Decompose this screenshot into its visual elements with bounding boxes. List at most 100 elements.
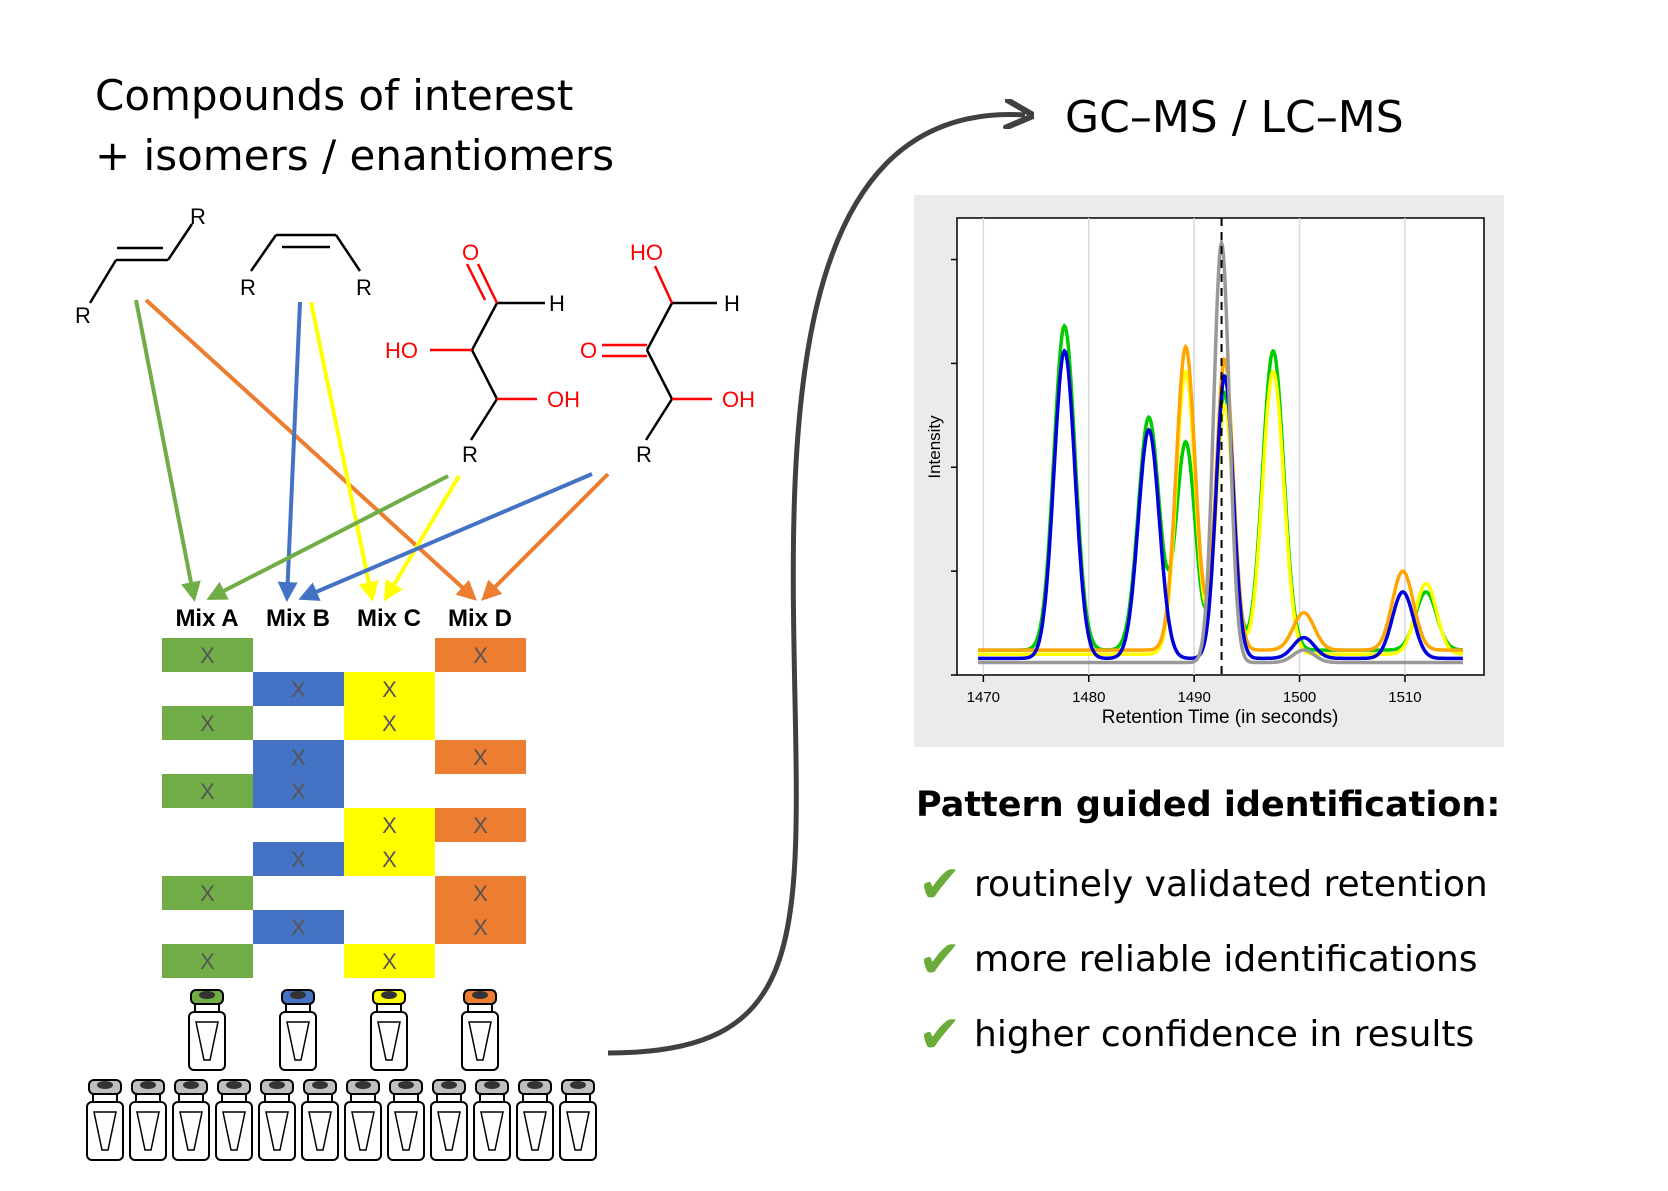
mix-cell-marker: X: [382, 711, 397, 736]
mix-cell: [253, 740, 344, 774]
ketose-oh: OH: [722, 387, 755, 412]
cis-r-right: R: [356, 275, 372, 300]
benefit-item-2: ✔more reliable identifications: [918, 930, 1478, 990]
mix-cell-marker: X: [382, 677, 397, 702]
mix-a-label: Mix A: [175, 605, 239, 632]
benefit-item-3: ✔ higher confidence in results: [918, 1005, 1474, 1065]
aldose-h: H: [549, 291, 565, 316]
sample-vial: [215, 1079, 253, 1161]
chromatogram-trace: [978, 348, 1463, 661]
arrow-trans-to-mix-a: [134, 299, 201, 602]
sample-vial: [516, 1079, 554, 1161]
mix-cell-marker: X: [382, 949, 397, 974]
mix-cell: [344, 672, 435, 706]
mix-b-label: Mix B: [265, 605, 330, 632]
arrow-cis-to-mix-c: [309, 301, 379, 602]
aldose-ho: HO: [385, 338, 418, 363]
mix-cell: [435, 740, 526, 774]
method-title: GC–MS / LC–MS: [1065, 92, 1404, 143]
mix-cell-marker: X: [200, 779, 215, 804]
arrow-aldose-to-mix-a: [206, 474, 449, 600]
mix-cell: [253, 842, 344, 876]
ketose-o: O: [580, 338, 597, 363]
x-tick-label: 1480: [1072, 689, 1105, 706]
mix-cell: [435, 808, 526, 842]
ketose-h: H: [724, 291, 740, 316]
mix-cell: [253, 910, 344, 944]
mix-cell: [162, 638, 253, 672]
colored-vial: [370, 989, 408, 1071]
benefit-text-3: higher confidence in results: [974, 1014, 1475, 1055]
mix-c-label: Mix C: [356, 605, 421, 632]
cis-r-left: R: [240, 275, 256, 300]
mix-cell-marker: X: [473, 915, 488, 940]
mix-cell: [162, 944, 253, 978]
mix-cell-marker: X: [291, 915, 306, 940]
aldose-molecule: [430, 263, 545, 441]
sample-vial: [258, 1079, 296, 1161]
ketose-molecule: [602, 265, 717, 441]
mix-cell-marker: X: [291, 847, 306, 872]
mix-cell: [253, 672, 344, 706]
arrow-ketose-to-mix-b: [298, 472, 593, 601]
mix-cell: [344, 808, 435, 842]
mix-cell: [253, 774, 344, 808]
mix-cell: [162, 876, 253, 910]
check-icon: ✔: [918, 855, 962, 915]
mix-cell-marker: X: [382, 847, 397, 872]
trans-r-top: R: [190, 204, 206, 229]
trans-r-bottom: R: [75, 303, 91, 328]
mix-cell: [344, 842, 435, 876]
mix-cell: [344, 706, 435, 740]
x-tick-label: 1510: [1388, 689, 1421, 706]
chart-series-group: [978, 237, 1464, 665]
ketose-ho: HO: [630, 240, 663, 265]
sample-vial: [430, 1079, 468, 1161]
colored-vial: [461, 989, 499, 1071]
y-axis-label: Intensity: [925, 415, 944, 479]
pattern-title: Pattern guided identification:: [916, 785, 1501, 825]
mix-cell-marker: X: [291, 779, 306, 804]
colored-vial: [279, 989, 317, 1071]
mix-cell-marker: X: [291, 677, 306, 702]
arrow-aldose-to-mix-c: [383, 474, 461, 602]
check-icon: ✔: [918, 1005, 962, 1065]
mix-cell: [162, 706, 253, 740]
mix-cell: [435, 638, 526, 672]
aldose-o: O: [462, 240, 479, 265]
assignment-arrows: [134, 298, 610, 602]
mix-cell-marker: X: [473, 881, 488, 906]
compounds-title-line1: Compounds of interest: [95, 71, 574, 120]
sample-vial: [387, 1079, 425, 1161]
sample-vial: [301, 1079, 339, 1161]
chart-grid: [982, 218, 1406, 675]
x-tick-label: 1490: [1177, 689, 1210, 706]
chromatogram-trace: [978, 237, 1463, 665]
y-axis-ticks: [951, 258, 957, 676]
benefit-item-1: ✔routinely validated retention: [918, 855, 1488, 915]
mix-d-label: Mix D: [447, 605, 512, 632]
arrow-trans-to-mix-d: [144, 298, 477, 601]
mix-cell-marker: X: [200, 711, 215, 736]
x-tick-label: 1470: [967, 689, 1000, 706]
mix-cell: [435, 876, 526, 910]
workflow-connector-arrow: [607, 115, 1025, 1056]
mix-cell-marker: X: [382, 813, 397, 838]
sample-vial: [172, 1079, 210, 1161]
mix-cell: [162, 774, 253, 808]
aldose-r: R: [462, 442, 478, 467]
ketose-r: R: [636, 442, 652, 467]
mix-cell-marker: X: [200, 949, 215, 974]
arrow-cis-to-mix-b: [277, 301, 302, 602]
aldose-oh: OH: [547, 387, 580, 412]
cis-alkene-molecule: [249, 233, 362, 272]
mix-cell-marker: X: [473, 643, 488, 668]
mix-cell-marker: X: [473, 745, 488, 770]
sample-vial: [473, 1079, 511, 1161]
compounds-title: Compounds of interest + isomers / enanti…: [95, 66, 614, 186]
